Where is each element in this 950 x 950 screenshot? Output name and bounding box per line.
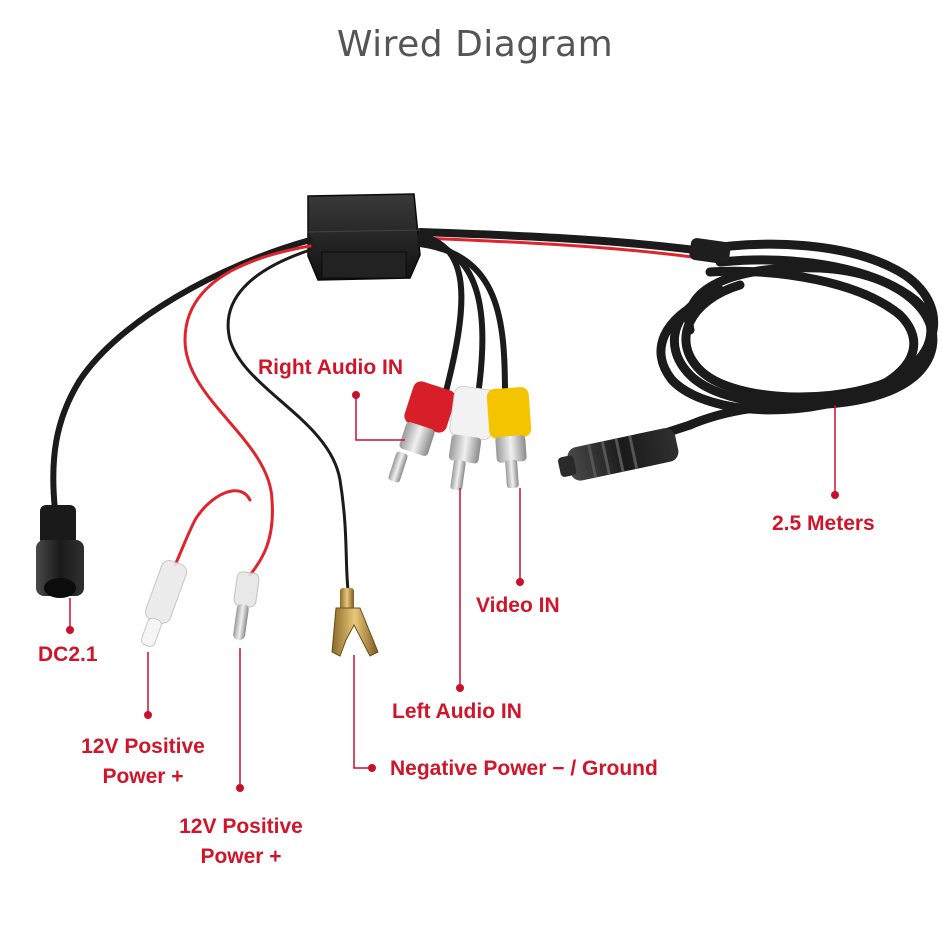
positive-terminal-1: [140, 560, 188, 647]
diagram-title: Wired Diagram: [336, 24, 614, 65]
label-left-audio-in: Left Audio IN: [392, 700, 522, 723]
rca-wires: [417, 233, 508, 398]
label-video-in: Video IN: [476, 594, 560, 617]
leader-lines: [69, 395, 836, 788]
positive-terminal-2: [233, 571, 260, 640]
cable-sleeve: [689, 238, 731, 264]
ground-fork-terminal: [331, 588, 379, 657]
main-cable: [416, 228, 702, 260]
label-dc: DC2.1: [38, 643, 98, 666]
label-positive-1-line2: Power +: [102, 765, 184, 788]
rca-plug-white: [448, 385, 497, 491]
label-positive-2: 12V Positive Power +: [166, 812, 316, 872]
rca-plug-red: [388, 381, 456, 483]
power-wires: [50, 237, 350, 592]
label-positive-1-line1: 12V Positive: [81, 735, 205, 758]
dc-connector: [36, 505, 84, 598]
aviation-connector: [558, 428, 679, 481]
label-positive-2-line1: 12V Positive: [179, 815, 303, 838]
leader-dots: [66, 391, 839, 792]
coiled-cable: [595, 239, 938, 460]
leader-ground: [353, 655, 372, 769]
label-ground: Negative Power − / Ground: [390, 757, 658, 780]
label-positive-1: 12V Positive Power +: [68, 732, 218, 792]
rca-plug-yellow: [486, 387, 532, 489]
label-right-audio-in: Right Audio IN: [258, 356, 404, 379]
label-length: 2.5 Meters: [772, 512, 875, 535]
control-box: [307, 193, 421, 281]
leader-right-audio: [355, 395, 405, 441]
label-positive-2-line2: Power +: [200, 845, 282, 868]
